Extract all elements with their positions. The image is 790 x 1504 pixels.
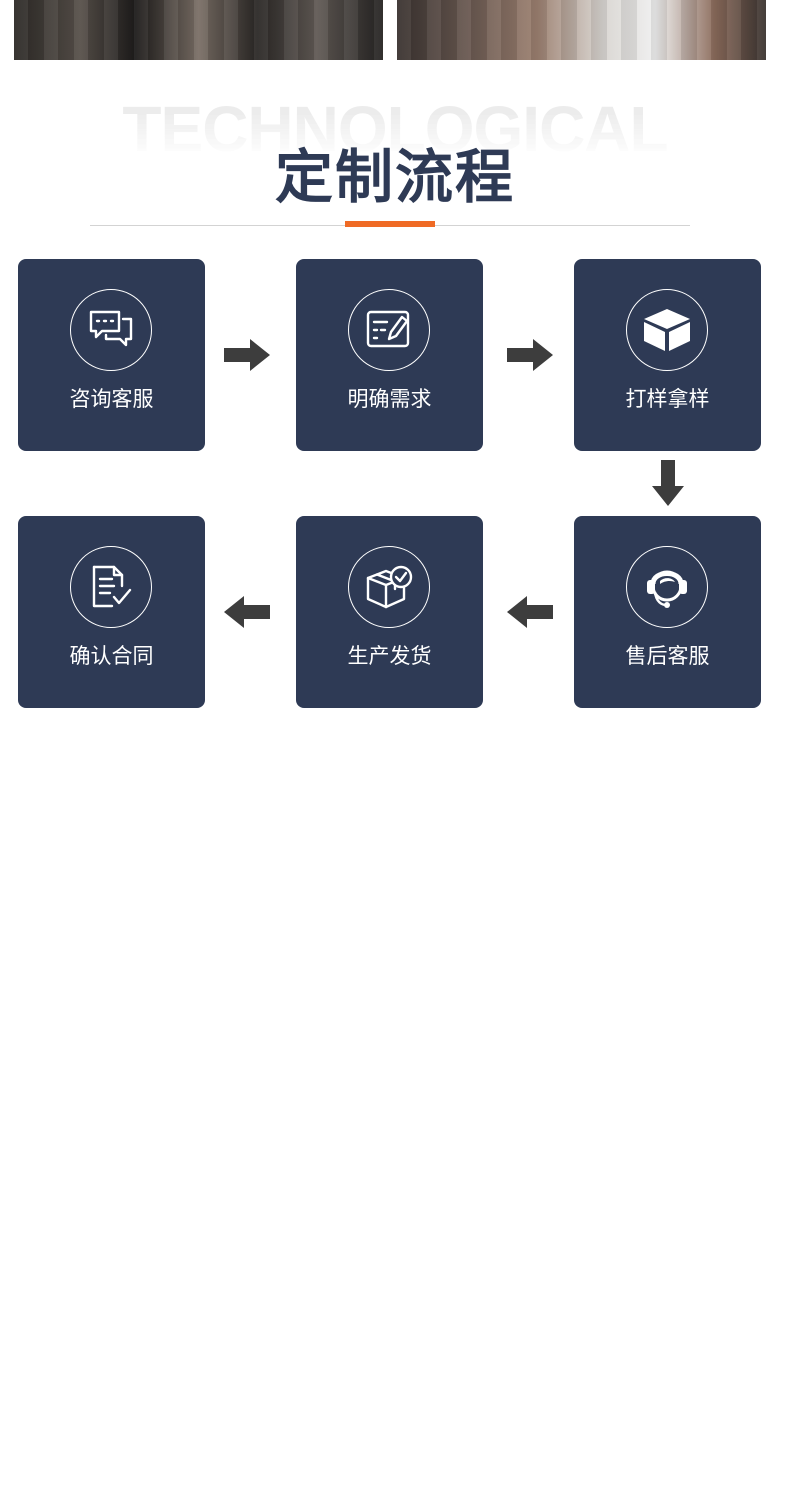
title-accent-bar bbox=[345, 221, 435, 227]
step-label: 售后客服 bbox=[574, 640, 761, 670]
step-card-consult: 咨询客服 bbox=[18, 259, 205, 451]
arrow-down-icon bbox=[652, 460, 684, 506]
contract-icon bbox=[70, 546, 152, 628]
step-card-sample: 打样拿样 bbox=[574, 259, 761, 451]
team-photo-left bbox=[14, 0, 383, 60]
team-photo-right bbox=[397, 0, 766, 60]
chat-bubbles-icon bbox=[70, 289, 152, 371]
step-card-production: 生产发货 bbox=[296, 516, 483, 708]
arrow-right-icon bbox=[507, 339, 553, 371]
package-check-icon bbox=[348, 546, 430, 628]
box-icon bbox=[626, 289, 708, 371]
step-label: 生产发货 bbox=[296, 640, 483, 670]
step-label: 打样拿样 bbox=[574, 383, 761, 413]
section-title: 定制流程 bbox=[0, 130, 790, 214]
arrow-right-icon bbox=[224, 339, 270, 371]
arrow-left-icon bbox=[224, 596, 270, 628]
edit-form-icon bbox=[348, 289, 430, 371]
arrow-left-icon bbox=[507, 596, 553, 628]
step-card-contract: 确认合同 bbox=[18, 516, 205, 708]
step-card-requirements: 明确需求 bbox=[296, 259, 483, 451]
step-card-after-sales: 售后客服 bbox=[574, 516, 761, 708]
step-label: 咨询客服 bbox=[18, 383, 205, 413]
step-label: 明确需求 bbox=[296, 383, 483, 413]
step-label: 确认合同 bbox=[18, 640, 205, 670]
headset-icon bbox=[626, 546, 708, 628]
